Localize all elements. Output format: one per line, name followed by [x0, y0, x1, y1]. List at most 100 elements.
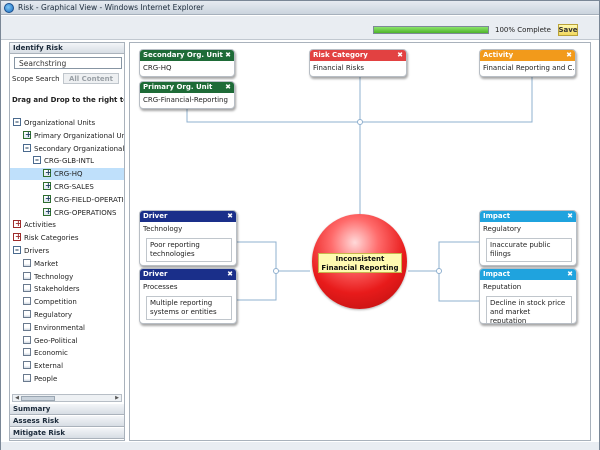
- tree-node-label: CRG-HQ: [54, 170, 83, 179]
- scope-all-content-button[interactable]: All Content: [63, 73, 119, 84]
- search-input[interactable]: [14, 57, 122, 69]
- tree-node[interactable]: Organizational Units: [10, 116, 124, 129]
- expand-icon[interactable]: [23, 129, 32, 141]
- node-value: Regulatory: [483, 225, 522, 233]
- close-icon[interactable]: ✖: [225, 51, 231, 59]
- document-icon[interactable]: [23, 271, 31, 280]
- expand-icon[interactable]: [13, 218, 22, 230]
- scroll-left-icon[interactable]: ◀: [15, 395, 19, 401]
- tree-node[interactable]: Regulatory: [10, 309, 124, 321]
- node-value: Technology: [143, 225, 183, 233]
- close-icon[interactable]: ✖: [227, 270, 233, 278]
- tree-node[interactable]: Secondary Organizational Unit: [10, 142, 124, 155]
- node-secondary-org-unit[interactable]: Secondary Org. Unit✖ CRG-HQ: [139, 49, 235, 77]
- tree-node[interactable]: Activities: [10, 218, 124, 231]
- collapse-icon[interactable]: [13, 244, 21, 256]
- close-icon[interactable]: ✖: [566, 51, 572, 59]
- document-icon[interactable]: [23, 284, 31, 293]
- assess-risk-section[interactable]: Assess Risk: [10, 416, 124, 427]
- tree-node[interactable]: CRG-OPERATIONS: [10, 206, 124, 219]
- node-header: Primary Org. Unit✖: [140, 82, 234, 93]
- risk-center-label: Inconsistent Financial Reporting: [318, 253, 402, 273]
- expand-icon[interactable]: [43, 180, 52, 192]
- horizontal-scrollbar[interactable]: ◀ ▶: [12, 394, 122, 402]
- identify-risk-header[interactable]: Identify Risk: [10, 43, 124, 54]
- document-icon[interactable]: [23, 297, 31, 306]
- node-header: Driver✖: [140, 211, 236, 222]
- tree-node-label: Primary Organizational Unit: [34, 131, 125, 140]
- tree-node-label: CRG-SALES: [54, 183, 94, 191]
- expand-icon[interactable]: [43, 193, 52, 205]
- tree-node[interactable]: Competition: [10, 296, 124, 308]
- window-title: Risk - Graphical View - Windows Internet…: [18, 3, 204, 12]
- scroll-thumb[interactable]: [21, 396, 55, 401]
- tree-node[interactable]: Primary Organizational Unit: [10, 129, 125, 142]
- close-icon[interactable]: ✖: [227, 212, 233, 220]
- collapse-icon[interactable]: [13, 116, 21, 128]
- tree-view: Organizational UnitsPrimary Organization…: [10, 116, 125, 392]
- tree-node-label: Organizational Units: [24, 119, 96, 127]
- tree-node[interactable]: CRG-SALES: [10, 180, 124, 193]
- close-icon[interactable]: ✖: [397, 51, 403, 59]
- expand-icon[interactable]: [43, 206, 52, 218]
- tree-node-label: People: [34, 375, 58, 383]
- node-activity[interactable]: Activity✖ Financial Reporting and C...: [479, 49, 576, 77]
- tree-node[interactable]: CRG-GLB-INTL: [10, 154, 124, 167]
- expand-icon[interactable]: [43, 167, 52, 179]
- document-icon[interactable]: [23, 258, 31, 267]
- tree-node-label: CRG-GLB-INTL: [44, 157, 95, 166]
- collapse-icon[interactable]: [33, 154, 41, 166]
- document-icon[interactable]: [23, 361, 31, 370]
- tree-node-label: CRG-FIELD-OPERATIONS: [54, 195, 124, 204]
- scope-search-label: Scope Search: [12, 75, 60, 83]
- node-driver-technology[interactable]: Driver✖ Technology Poor reporting techno…: [139, 210, 237, 266]
- tree-node-label: Geo-Political: [34, 336, 78, 345]
- node-detail: Decline in stock price and market reputa…: [486, 296, 572, 323]
- tree-node[interactable]: Environmental: [10, 322, 124, 334]
- tree-node-label: Economic: [34, 349, 68, 358]
- tree-node[interactable]: Stakeholders: [10, 283, 124, 295]
- collapse-icon[interactable]: [23, 142, 31, 154]
- node-impact-reputation[interactable]: Impact✖ Reputation Decline in stock pric…: [479, 268, 577, 324]
- tree-node-label: Environmental: [34, 323, 85, 332]
- node-driver-processes[interactable]: Driver✖ Processes Multiple reporting sys…: [139, 268, 237, 324]
- node-primary-org-unit[interactable]: Primary Org. Unit✖ CRG-Financial-Reporti…: [139, 81, 235, 109]
- node-value: CRG-HQ: [143, 64, 172, 72]
- tree-node[interactable]: Technology: [10, 271, 124, 283]
- close-icon[interactable]: ✖: [567, 212, 573, 220]
- tree-node[interactable]: Market: [10, 258, 124, 270]
- summary-section[interactable]: Summary: [10, 404, 124, 415]
- close-icon[interactable]: ✖: [567, 270, 573, 278]
- tree-node[interactable]: Drivers: [10, 244, 124, 257]
- document-icon[interactable]: [23, 348, 31, 357]
- document-icon[interactable]: [23, 310, 31, 318]
- tree-node[interactable]: Geo-Political: [10, 335, 124, 347]
- mitigate-risk-section[interactable]: Mitigate Risk: [10, 428, 124, 439]
- node-impact-regulatory[interactable]: Impact✖ Regulatory Inaccurate public fil…: [479, 210, 577, 266]
- node-header: Secondary Org. Unit✖: [140, 50, 234, 61]
- node-risk-category[interactable]: Risk Category✖ Financial Risks: [309, 49, 407, 77]
- tree-node[interactable]: External: [10, 360, 124, 372]
- tree-node-label: Activities: [24, 221, 56, 230]
- expand-icon[interactable]: [13, 231, 22, 243]
- scroll-right-icon[interactable]: ▶: [115, 395, 119, 401]
- tree-node[interactable]: Economic: [10, 347, 124, 359]
- node-header: Driver✖: [140, 269, 236, 280]
- tree-node-label: Market: [34, 259, 59, 268]
- document-icon[interactable]: [23, 374, 31, 382]
- tree-node[interactable]: Risk Categories: [10, 231, 124, 244]
- document-icon[interactable]: [23, 335, 31, 344]
- junction-right: [436, 268, 442, 274]
- junction-top: [357, 119, 363, 125]
- close-icon[interactable]: ✖: [225, 83, 231, 91]
- progress-fill: [374, 27, 488, 33]
- tree-node[interactable]: CRG-FIELD-OPERATIONS: [10, 193, 124, 206]
- drag-instruction: Drag and Drop to the right to add: [12, 96, 124, 104]
- tree-node[interactable]: CRG-HQ: [10, 167, 124, 181]
- document-icon[interactable]: [23, 322, 31, 331]
- tree-node[interactable]: People: [10, 373, 124, 385]
- save-button[interactable]: Save: [558, 24, 578, 36]
- node-header: Activity✖: [480, 50, 575, 61]
- tree-node-label: Technology: [34, 272, 74, 281]
